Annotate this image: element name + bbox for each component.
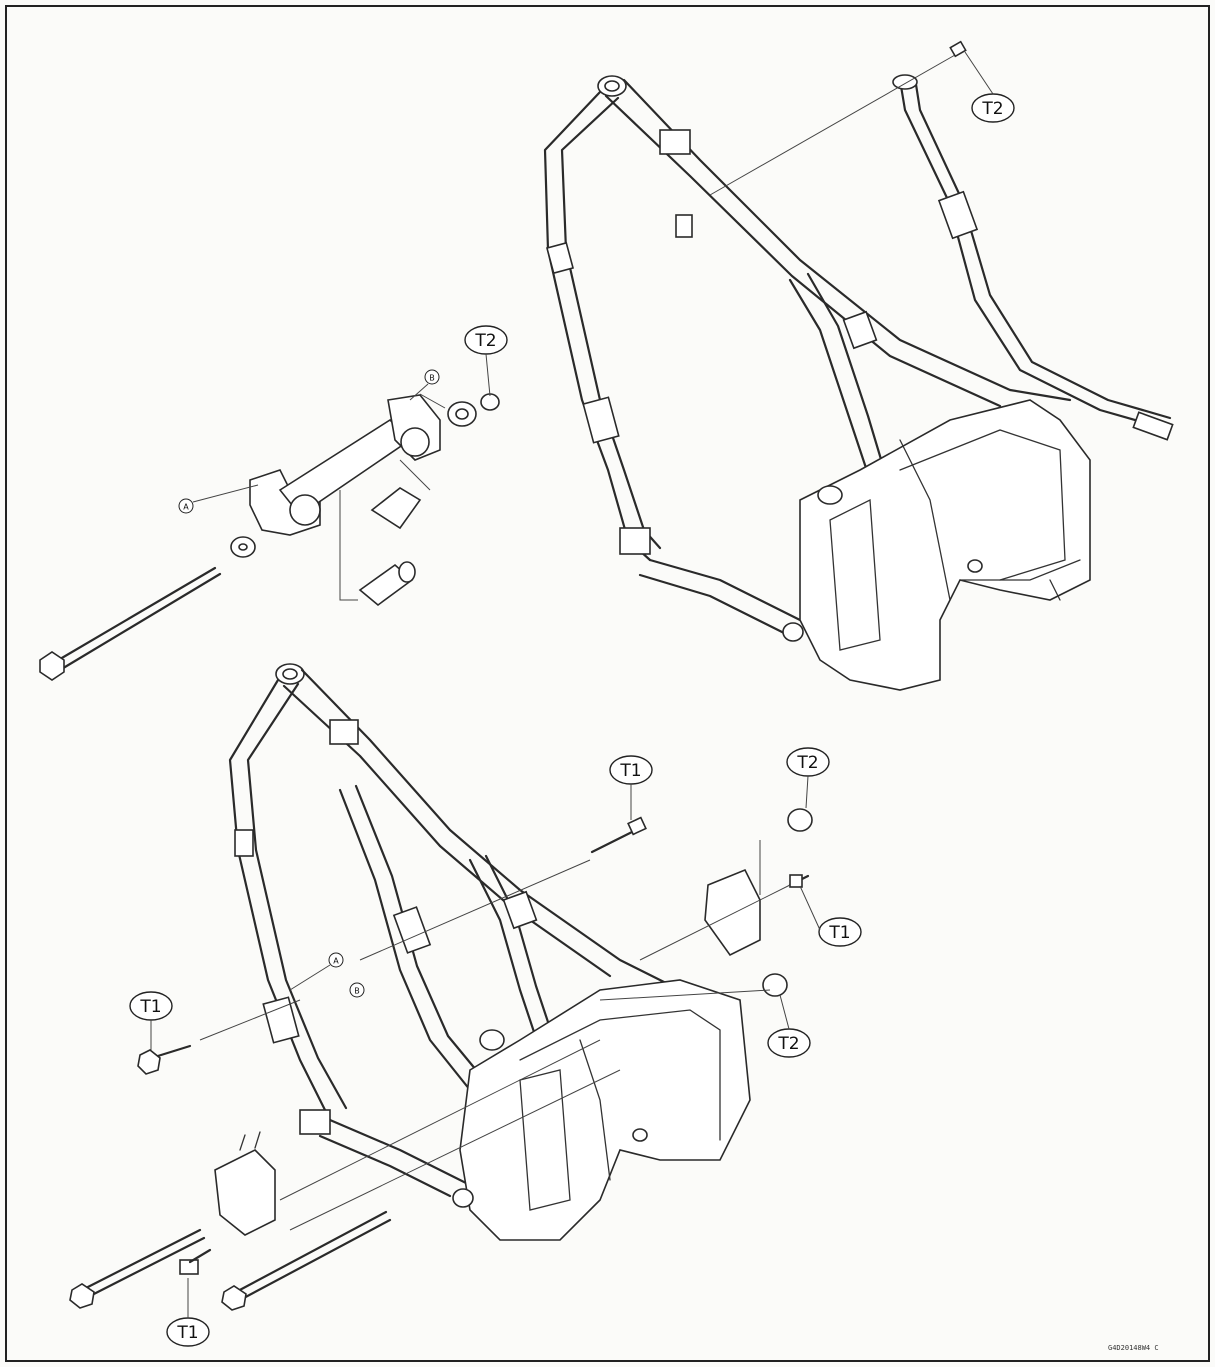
ref-label: B xyxy=(429,374,435,383)
callout-c3: T1 xyxy=(609,755,653,785)
ref-r3: A xyxy=(328,952,344,968)
ref-r2: B xyxy=(424,369,440,385)
callout-label: T1 xyxy=(828,923,850,943)
lower-frame-drawing xyxy=(69,663,813,1311)
ref-r1: A xyxy=(178,498,194,514)
callout-label: T2 xyxy=(981,99,1003,119)
ref-r4: B xyxy=(349,982,365,998)
callout-c8: T1 xyxy=(166,1317,210,1347)
callout-label: T2 xyxy=(796,753,818,773)
diagram-border xyxy=(5,5,1210,1362)
callout-label: T1 xyxy=(139,997,161,1017)
callout-c1: T2 xyxy=(971,93,1015,123)
drawing-code: G4D20148W4 C xyxy=(1108,1344,1159,1352)
callout-c5: T1 xyxy=(818,917,862,947)
callout-c6: T1 xyxy=(129,991,173,1021)
callout-c7: T2 xyxy=(767,1028,811,1058)
callout-label: T1 xyxy=(619,761,641,781)
callout-label: T2 xyxy=(777,1034,799,1054)
ref-label: B xyxy=(354,987,360,996)
exploded-mount-parts xyxy=(39,393,500,681)
callout-label: T2 xyxy=(474,331,496,351)
callout-label: T1 xyxy=(176,1323,198,1343)
ref-label: A xyxy=(333,957,339,966)
ref-label: A xyxy=(183,503,189,512)
upper-frame-drawing xyxy=(543,40,1174,691)
callout-c2: T2 xyxy=(464,325,508,355)
callout-c4: T2 xyxy=(786,747,830,777)
